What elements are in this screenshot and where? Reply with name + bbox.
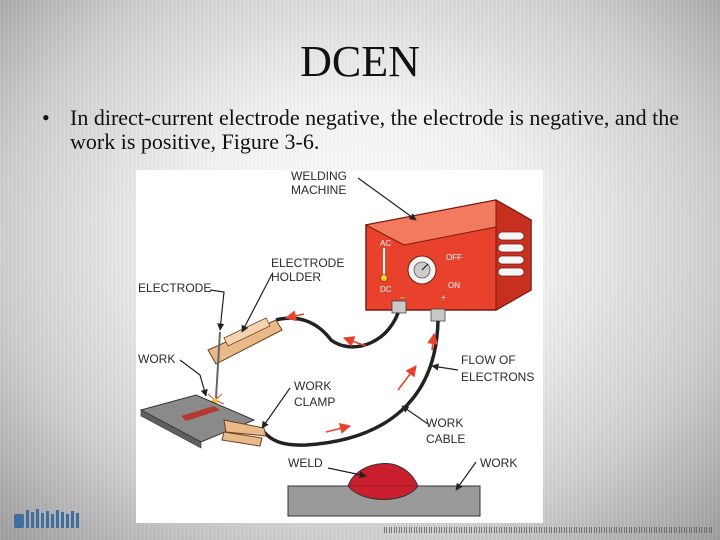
label-welding-machine-1: WELDING <box>291 170 347 183</box>
electrode-rod <box>215 331 221 399</box>
panel-ac-label: AC <box>380 239 391 248</box>
selector-switch <box>380 248 388 282</box>
work-cable <box>262 320 440 447</box>
work-plate-edge <box>140 409 202 449</box>
label-work-left: WORK <box>138 352 175 366</box>
label-work-cable-1: WORK <box>426 416 463 430</box>
bullet-point: • In direct-current electrode negative, … <box>42 106 702 154</box>
label-electrode-holder-2: HOLDER <box>271 270 321 284</box>
bullet-text: In direct-current electrode negative, th… <box>70 105 679 154</box>
footer-strip <box>384 527 714 533</box>
vent-slots <box>497 231 525 277</box>
dcen-figure: AC DC OFF ON – + <box>136 170 543 523</box>
weld-bead <box>181 406 220 421</box>
work-clamp <box>221 419 267 447</box>
panel-plus-label: + <box>441 293 446 302</box>
label-work-clamp-1: WORK <box>294 379 331 393</box>
negative-terminal <box>391 300 407 314</box>
panel-off-label: OFF <box>446 253 462 262</box>
cross-section-weld <box>347 463 419 500</box>
electrode-cable <box>275 312 400 349</box>
label-flow-of-electrons-1: FLOW OF <box>461 353 516 367</box>
amperage-dial <box>407 255 437 285</box>
welding-machine: AC DC OFF ON – + <box>364 199 533 322</box>
bullet-dot: • <box>42 105 50 130</box>
publisher-logo <box>14 509 79 528</box>
label-weld: WELD <box>288 456 323 470</box>
label-work-clamp-2: CLAMP <box>294 395 335 409</box>
panel-minus-label: – <box>400 293 405 302</box>
label-work-bottom: WORK <box>480 456 517 470</box>
label-electrode: ELECTRODE <box>138 281 211 295</box>
dcen-diagram: AC DC OFF ON – + <box>138 170 534 517</box>
label-electrode-holder-1: ELECTRODE <box>271 256 344 270</box>
machine-side <box>495 199 532 311</box>
label-flow-of-electrons-2: ELECTRONS <box>461 370 534 384</box>
panel-dc-label: DC <box>380 285 392 294</box>
flow-arrows <box>284 310 439 434</box>
label-work-cable-2: CABLE <box>426 432 465 446</box>
leader-lines <box>179 177 477 491</box>
label-welding-machine-2: MACHINE <box>291 183 346 197</box>
slide-title: DCEN <box>300 37 420 86</box>
weld-cross-section <box>287 463 481 517</box>
panel-on-label: ON <box>448 281 460 290</box>
positive-terminal <box>430 308 446 322</box>
